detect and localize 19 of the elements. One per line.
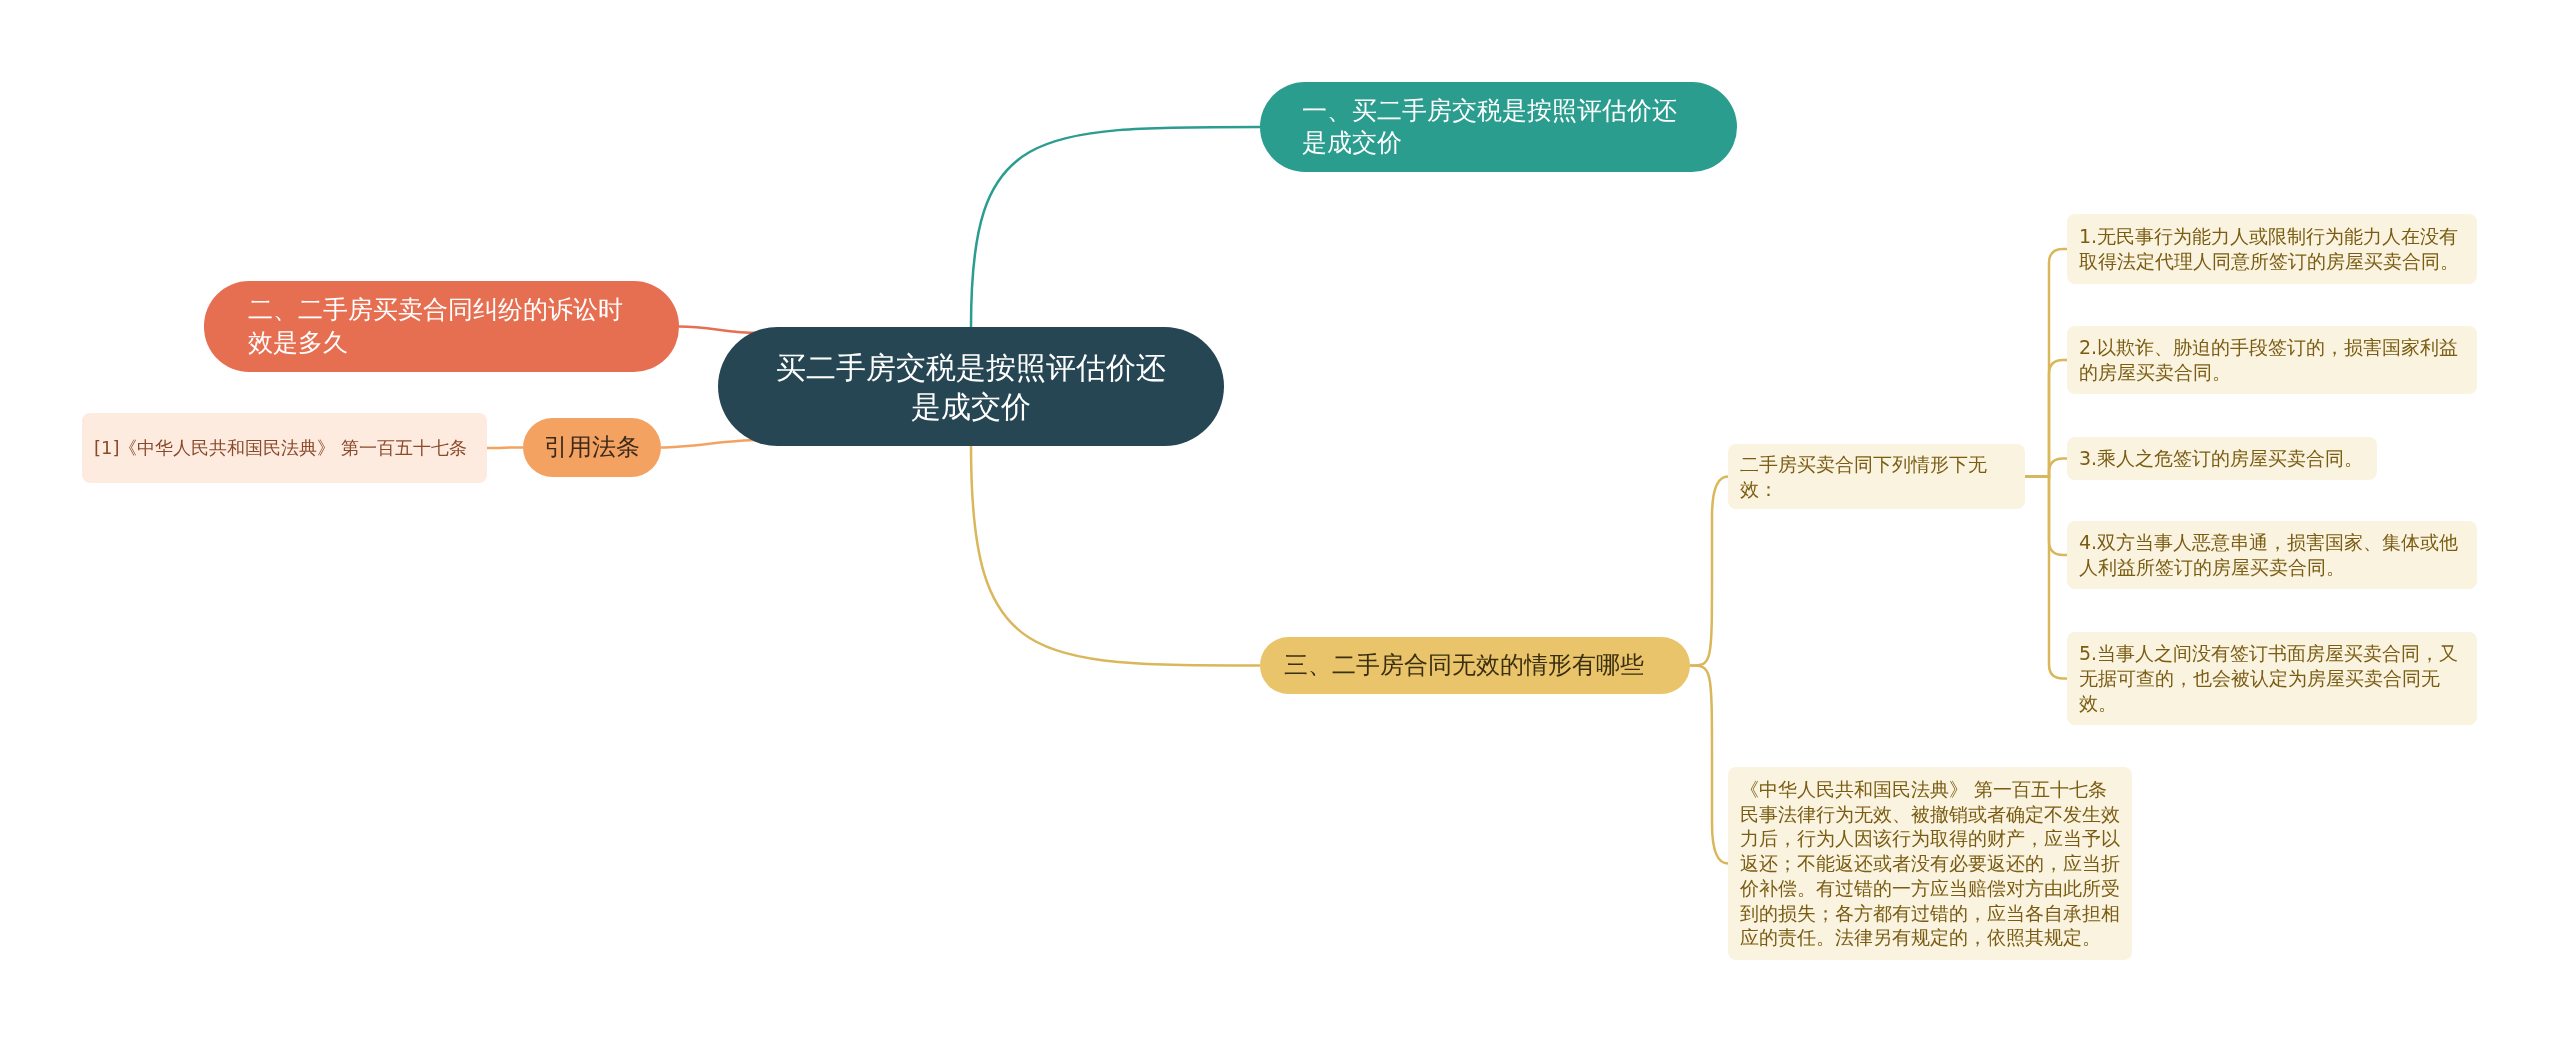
note-box: 二手房买卖合同下列情形下无效： bbox=[1728, 444, 2025, 510]
topic-box: 二、二手房买卖合同纠纷的诉讼时效是多久 bbox=[204, 281, 679, 372]
topic-box: 一、买二手房交税是按照评估价还是成交价 bbox=[1260, 82, 1737, 172]
note-box: 2.以欺诈、胁迫的手段签订的，损害国家利益的房屋买卖合同。 bbox=[2067, 326, 2477, 394]
note-heading: 《中华人民共和国民法典》 第一百五十七条 bbox=[1740, 777, 2109, 802]
topic-box: 引用法条 bbox=[523, 418, 661, 477]
connector-line bbox=[487, 446, 523, 450]
central-topic-box: 买二手房交税是按照评估价还是成交价 bbox=[718, 327, 1224, 446]
citation-box: [1]《中华人民共和国民法典》 第一百五十七条 bbox=[82, 413, 487, 483]
connector-line bbox=[969, 125, 1260, 328]
topic-box: 三、二手房合同无效的情形有哪些 bbox=[1260, 637, 1690, 694]
note-text: 民事法律行为无效、被撤销或者确定不发生效力后，行为人因该行为取得的财产，应当予以返还；不能返还或者没有必要返还的，应当折价补偿。有过错的一方应当赔偿对方由此所受到的损失；各方都有过错的，应当各自承担相应的责任。法律另有规定的，依照其规定。 bbox=[1740, 801, 2120, 950]
note-box: 3.乘人之危签订的房屋买卖合同。 bbox=[2067, 437, 2377, 480]
note-box: 5.当事人之间没有签订书面房屋买卖合同，又无据可查的，也会被认定为房屋买卖合同无效。 bbox=[2067, 632, 2477, 725]
connector-line bbox=[1690, 664, 1729, 865]
connector-line bbox=[969, 445, 1260, 667]
note-box: 4.双方当事人恶意串通，损害国家、集体或他人利益所签订的房屋买卖合同。 bbox=[2067, 521, 2477, 589]
note-box bbox=[1728, 767, 2132, 960]
note-box: 1.无民事行为能力人或限制行为能力人在没有取得法定代理人同意所签订的房屋买卖合同。 bbox=[2067, 214, 2477, 284]
